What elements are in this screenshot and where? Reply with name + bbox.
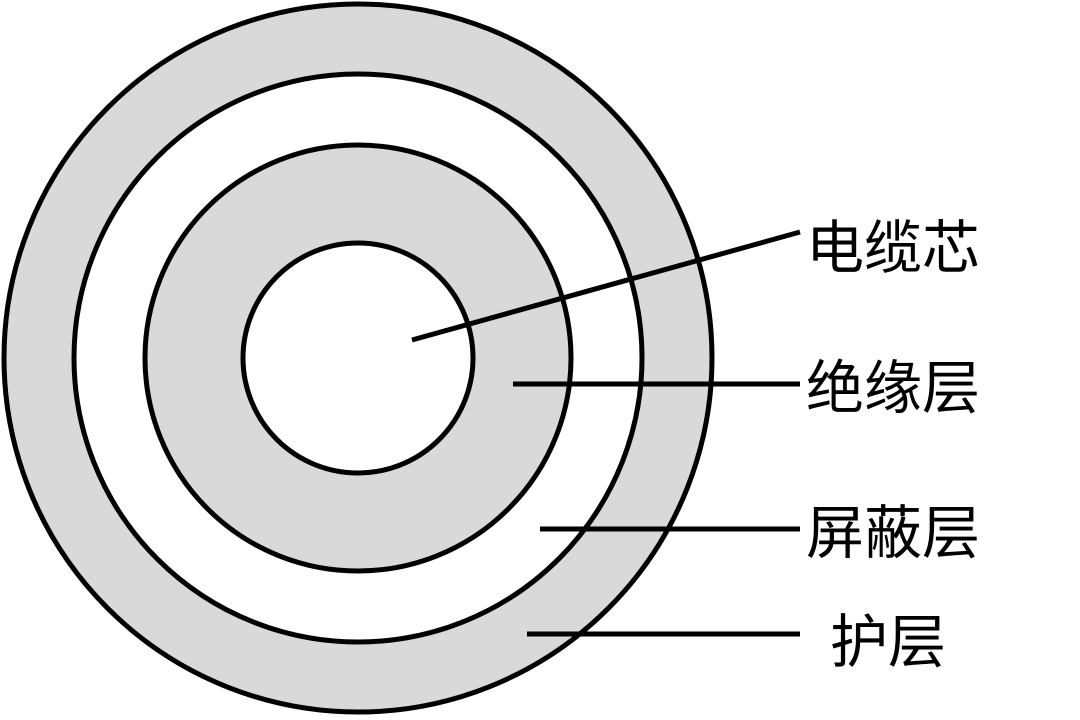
core-label: 电缆芯 — [806, 214, 980, 282]
cable-core — [240, 240, 476, 476]
insulation-label: 绝缘层 — [806, 354, 980, 422]
shield-label: 屏蔽层 — [806, 499, 980, 567]
core-leader-line — [411, 229, 801, 343]
sheath-label: 护层 — [830, 608, 946, 676]
